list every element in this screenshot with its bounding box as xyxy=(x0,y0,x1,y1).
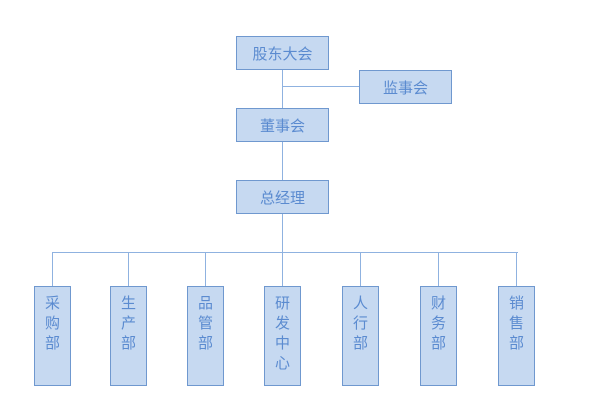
department-char: 部 xyxy=(44,334,60,352)
node-department: 采购部 xyxy=(34,286,71,386)
department-char: 人 xyxy=(352,294,368,312)
node-gm: 总经理 xyxy=(236,180,329,214)
department-char: 管 xyxy=(197,314,213,332)
node-department: 销售部 xyxy=(498,286,535,386)
department-char: 部 xyxy=(120,334,136,352)
department-char: 购 xyxy=(44,314,60,332)
department-char: 部 xyxy=(508,334,524,352)
department-char: 产 xyxy=(120,314,136,332)
node-department: 财务部 xyxy=(420,286,457,386)
connector-line xyxy=(282,69,283,108)
connector-line xyxy=(360,252,361,286)
node-department: 品管部 xyxy=(187,286,224,386)
department-char: 中 xyxy=(274,334,290,352)
node-supervisors: 监事会 xyxy=(359,70,452,104)
node-department: 研发中心 xyxy=(264,286,301,386)
connector-line xyxy=(128,252,129,286)
connector-line xyxy=(282,213,283,252)
node-board: 董事会 xyxy=(236,108,329,142)
department-char: 售 xyxy=(508,314,524,332)
connector-line xyxy=(52,252,518,253)
node-department: 生产部 xyxy=(110,286,147,386)
connector-line xyxy=(282,86,359,87)
node-department: 人行部 xyxy=(342,286,379,386)
department-char: 发 xyxy=(274,314,290,332)
connector-line xyxy=(282,252,283,286)
department-char: 财 xyxy=(430,294,446,312)
connector-line xyxy=(52,252,53,286)
department-char: 品 xyxy=(197,294,213,312)
node-shareholders: 股东大会 xyxy=(236,36,329,70)
department-char: 研 xyxy=(274,294,290,312)
connector-line xyxy=(438,252,439,286)
department-char: 心 xyxy=(274,354,290,372)
department-char: 部 xyxy=(352,334,368,352)
department-char: 行 xyxy=(352,314,368,332)
department-char: 销 xyxy=(508,294,524,312)
connector-line xyxy=(516,252,517,286)
department-char: 务 xyxy=(430,314,446,332)
connector-line xyxy=(282,141,283,180)
connector-line xyxy=(205,252,206,286)
department-char: 生 xyxy=(120,294,136,312)
department-char: 部 xyxy=(430,334,446,352)
department-char: 采 xyxy=(44,294,60,312)
department-char: 部 xyxy=(197,334,213,352)
